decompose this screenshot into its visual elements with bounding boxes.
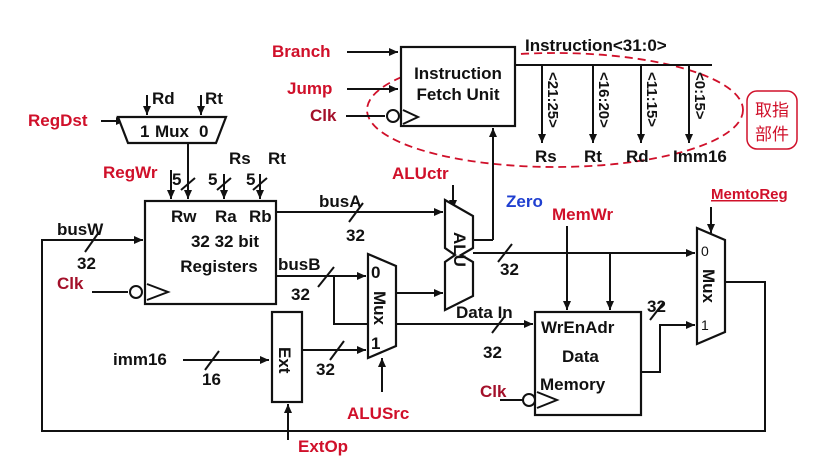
ra-source-rs: Rs — [229, 149, 251, 168]
datamem-out-width: 32 — [647, 297, 666, 316]
alu — [443, 198, 475, 312]
busb-label: busB — [278, 255, 321, 274]
alu-result-width-slash — [497, 243, 513, 263]
ifu-note-line2: 部件 — [755, 125, 789, 144]
regdst-signal-label: RegDst — [28, 111, 88, 130]
alu-result-width: 32 — [500, 260, 519, 279]
field-range-rd: <11:15> — [643, 72, 660, 127]
datamem-out-width-slash — [649, 301, 665, 321]
datain-width-slash — [491, 315, 506, 334]
ext-out-width-slash — [329, 340, 345, 361]
datamem-clk-label: Clk — [480, 382, 507, 401]
rb-source-rt: Rt — [268, 149, 286, 168]
aluctr-signal-label: ALUctr — [392, 164, 449, 183]
ext-unit — [270, 310, 304, 404]
zero-signal-label: Zero — [506, 192, 543, 211]
imm16-label: imm16 — [113, 350, 167, 369]
regwr-signal-label: RegWr — [103, 163, 158, 182]
field-range-rs: <21:25> — [544, 72, 561, 128]
regfile-clk-label: Clk — [57, 274, 84, 293]
memtoreg-mux-in1: 1 — [701, 317, 709, 333]
field-name-rt: Rt — [584, 147, 602, 166]
regfile-size: 32 32 bit — [191, 232, 259, 251]
field-range-imm16: <0:15> — [691, 72, 708, 120]
ifu-clock-triangle — [402, 109, 421, 125]
busb-datain-wire — [276, 275, 533, 328]
ra-width: 5 — [208, 170, 217, 189]
memtoreg-mux-in0: 0 — [701, 243, 709, 259]
alusrc-mux — [366, 252, 398, 360]
ifu-highlight-ellipse — [366, 52, 744, 168]
memtoreg-mux — [695, 226, 727, 346]
instruction-fetch-unit — [399, 45, 517, 128]
regdst-mux — [116, 115, 228, 145]
busa-label: busA — [319, 192, 362, 211]
memtoreg-mux-label: Mux — [699, 269, 718, 304]
field-range-rt: <16:20> — [595, 72, 612, 128]
writeback-wire — [58, 281, 766, 432]
ra-width-slash — [216, 177, 232, 191]
alusrc-signal-label: ALUSrc — [347, 404, 409, 423]
rw-width-slash — [180, 177, 196, 191]
jump-signal-label: Jump — [287, 79, 332, 98]
regfile-port-rw: Rw — [171, 207, 197, 226]
memwr-signal-label: MemWr — [552, 205, 613, 224]
datamem-ports: WrEnAdr — [541, 318, 615, 337]
busb-width: 32 — [291, 285, 310, 304]
field-name-rd: Rd — [626, 147, 649, 166]
busw-width: 32 — [77, 254, 96, 273]
alusrc-mux-label: Mux — [370, 291, 389, 326]
rb-width-slash — [252, 177, 268, 191]
data-in-label: Data In — [456, 303, 513, 322]
ifu-clk-label: Clk — [310, 106, 337, 125]
ext-label: Ext — [275, 347, 294, 374]
regdst-rd-label: Rd — [152, 89, 175, 108]
ext-out-width: 32 — [316, 360, 335, 379]
rb-width: 5 — [246, 170, 255, 189]
datamem-out-wire — [641, 321, 695, 373]
memtoreg-signal-label: MemtoReg — [711, 186, 788, 203]
regfile-port-rb: Rb — [249, 207, 272, 226]
datamem-clock-triangle — [536, 391, 560, 409]
busb-width-slash — [317, 266, 335, 288]
busa-width-slash — [348, 202, 364, 223]
datain-width: 32 — [483, 343, 502, 362]
imm16-width: 16 — [202, 370, 221, 389]
rw-width: 5 — [172, 170, 181, 189]
ifu-note-box — [746, 90, 798, 150]
alu-label: ALU — [450, 232, 469, 267]
datamem-title-line1: Data — [562, 347, 599, 366]
ifu-note-line1: 取指 — [755, 101, 789, 120]
ifu-clk-bubble — [386, 109, 400, 123]
imm16-width-slash — [204, 350, 220, 371]
regfile-title: Registers — [180, 257, 257, 276]
alusrc-mux-in0: 0 — [371, 263, 380, 282]
field-name-imm16: Imm16 — [673, 147, 727, 166]
regfile-clock-triangle — [146, 283, 171, 301]
regdst-mux-in1: 1 — [140, 122, 149, 141]
regfile-clk-bubble — [129, 285, 143, 299]
busw-width-slash — [84, 231, 100, 253]
regdst-mux-label: Mux — [155, 122, 190, 141]
busw-label: busW — [57, 220, 104, 239]
field-name-rs: Rs — [535, 147, 557, 166]
extop-signal-label: ExtOp — [298, 437, 348, 456]
busa-width: 32 — [346, 226, 365, 245]
alusrc-mux-in1: 1 — [371, 334, 380, 353]
branch-signal-label: Branch — [272, 42, 331, 61]
datamem-title-line2: Memory — [540, 375, 606, 394]
ifu-title-line1: Instruction — [414, 64, 502, 83]
register-file — [143, 199, 278, 306]
regdst-rt-label: Rt — [205, 89, 223, 108]
instruction-bus-label: Instruction<31:0> — [525, 36, 667, 55]
regfile-port-ra: Ra — [215, 207, 237, 226]
regdst-mux-in0: 0 — [199, 122, 208, 141]
datamem-clk-bubble — [522, 393, 536, 407]
ifu-title-line2: Fetch Unit — [416, 85, 499, 104]
